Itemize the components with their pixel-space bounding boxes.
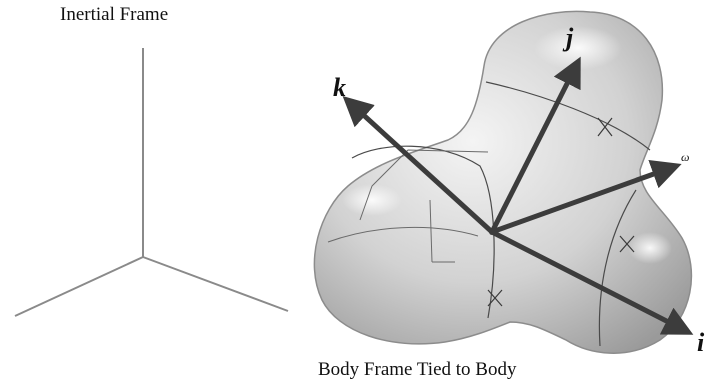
body-frame-axes [342,56,694,335]
inertial-frame-axes [14,48,289,317]
body-origin [489,229,495,235]
body-contour-left-lower [327,226,479,243]
k-axis-arrow [342,95,494,234]
i-axis-label: i [697,328,705,357]
body-frame-label: Body Frame Tied to Body [318,359,517,380]
inertial-axis-right [142,256,289,312]
body-highlight-left [342,184,402,216]
body-bracket-marks [359,149,489,263]
body-tick-marks [487,117,635,307]
rigid-body [313,10,693,354]
inertial-axis-left [14,256,144,317]
body-contour-top [485,81,651,151]
k-axis-label: k [333,73,346,102]
body-contour-left [351,145,495,319]
j-axis-arrow [489,56,581,234]
body-highlight-right [628,232,672,264]
inertial-frame-label: Inertial Frame [60,4,169,25]
body-surface [313,10,693,354]
omega-axis-label: ω [681,150,689,164]
omega-axis-arrow [491,159,682,235]
body-contour-right [598,189,637,347]
i-axis-arrow [490,229,694,335]
